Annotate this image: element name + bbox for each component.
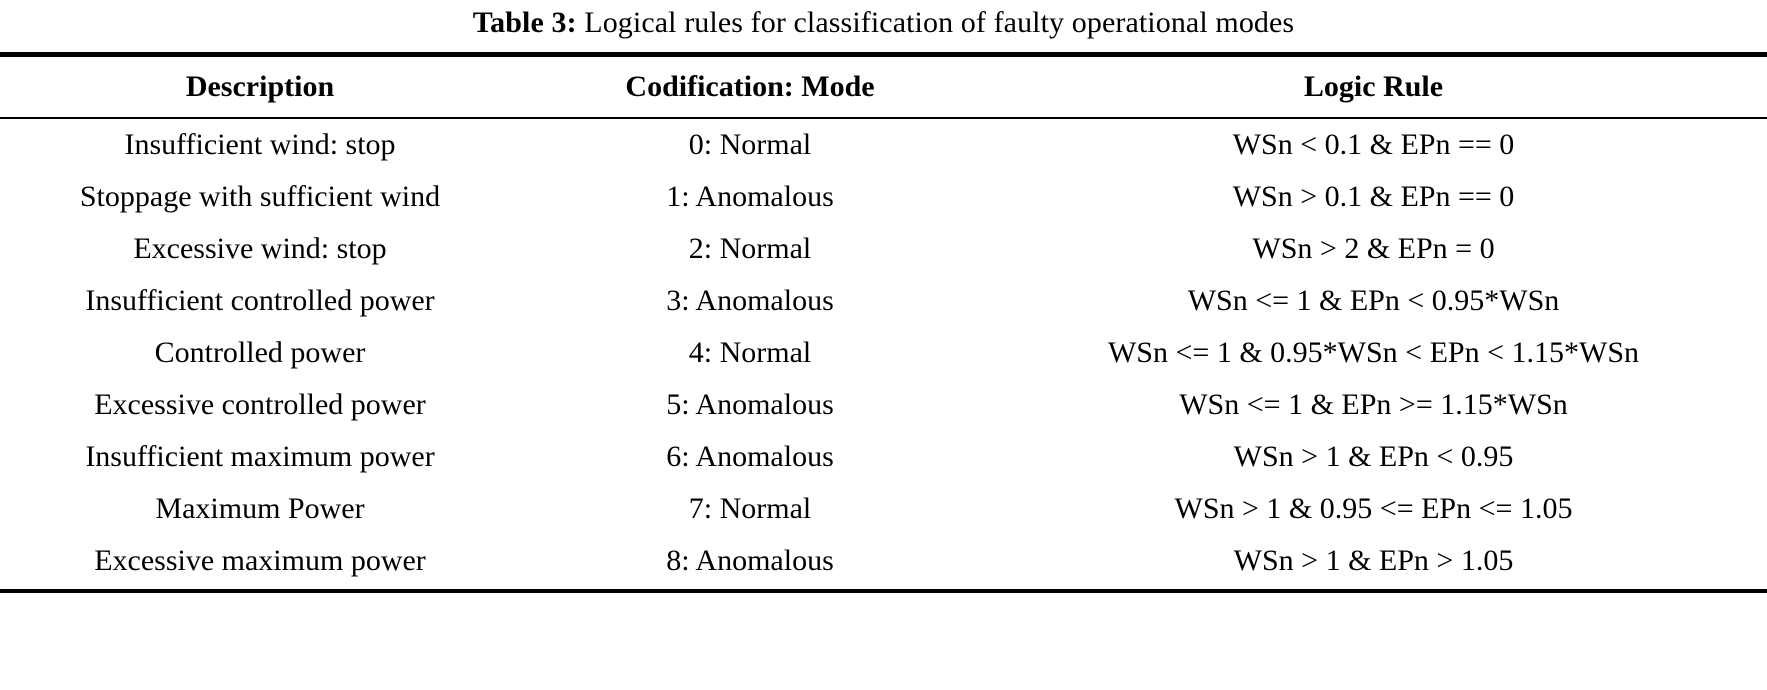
cell-description: Excessive wind: stop: [133, 232, 387, 265]
cell-codification: 5: Anomalous: [666, 388, 834, 421]
header-row: Description Codification: Mode Logic Rul…: [0, 57, 1767, 117]
cell-codification: 6: Anomalous: [666, 440, 834, 473]
cell-description: Excessive controlled power: [94, 388, 426, 421]
table-row: Excessive controlled power 5: Anomalous …: [0, 379, 1767, 431]
table-row: Stoppage with sufficient wind 1: Anomalo…: [0, 171, 1767, 223]
header-separator-rule: [0, 117, 1767, 119]
cell-codification: 3: Anomalous: [666, 284, 834, 317]
cell-logic-rule: WSn > 1 & EPn > 1.05: [1233, 544, 1514, 577]
column-header-codification: Codification: Mode: [625, 70, 875, 103]
cell-description: Insufficient maximum power: [85, 440, 435, 473]
cell-description: Insufficient controlled power: [85, 284, 435, 317]
table-bottom-rule: [0, 589, 1767, 593]
cell-codification: 1: Anomalous: [666, 180, 834, 213]
table-header: Description Codification: Mode Logic Rul…: [0, 57, 1767, 117]
cell-logic-rule: WSn > 0.1 & EPn == 0: [1232, 180, 1515, 213]
table-row: Maximum Power 7: Normal WSn > 1 & 0.95 <…: [0, 483, 1767, 535]
cell-logic-rule: WSn < 0.1 & EPn == 0: [1232, 128, 1515, 161]
column-header-logic-rule: Logic Rule: [1303, 70, 1444, 103]
table-body: Insufficient wind: stop 0: Normal WSn < …: [0, 119, 1767, 587]
table-row: Controlled power 4: Normal WSn <= 1 & 0.…: [0, 327, 1767, 379]
table-row: Insufficient controlled power 3: Anomalo…: [0, 275, 1767, 327]
cell-logic-rule: WSn <= 1 & EPn >= 1.15*WSn: [1179, 388, 1568, 421]
logical-rules-table-body: Insufficient wind: stop 0: Normal WSn < …: [0, 119, 1767, 587]
caption-label: Table 3:: [472, 6, 577, 39]
cell-logic-rule: WSn > 2 & EPn = 0: [1252, 232, 1495, 265]
cell-codification: 8: Anomalous: [666, 544, 834, 577]
table-top-rule: [0, 52, 1767, 57]
cell-codification: 4: Normal: [688, 336, 812, 369]
table-row: Insufficient maximum power 6: Anomalous …: [0, 431, 1767, 483]
cell-logic-rule: WSn <= 1 & EPn < 0.95*WSn: [1187, 284, 1560, 317]
table-row: Excessive maximum power 8: Anomalous WSn…: [0, 535, 1767, 587]
cell-logic-rule: WSn > 1 & 0.95 <= EPn <= 1.05: [1174, 492, 1573, 525]
cell-codification: 2: Normal: [688, 232, 812, 265]
logical-rules-table: Description Codification: Mode Logic Rul…: [0, 57, 1767, 117]
cell-codification: 0: Normal: [688, 128, 812, 161]
cell-description: Stoppage with sufficient wind: [79, 180, 441, 213]
cell-description: Excessive maximum power: [94, 544, 426, 577]
cell-codification: 7: Normal: [688, 492, 812, 525]
cell-logic-rule: WSn > 1 & EPn < 0.95: [1233, 440, 1514, 473]
caption-text: Logical rules for classification of faul…: [584, 6, 1295, 39]
cell-description: Maximum Power: [155, 492, 365, 525]
table-row: Excessive wind: stop 2: Normal WSn > 2 &…: [0, 223, 1767, 275]
table-row: Insufficient wind: stop 0: Normal WSn < …: [0, 119, 1767, 171]
column-header-description: Description: [185, 70, 335, 103]
table-caption: Table 3: Logical rules for classificatio…: [0, 0, 1767, 48]
cell-description: Insufficient wind: stop: [124, 128, 396, 161]
cell-logic-rule: WSn <= 1 & 0.95*WSn < EPn < 1.15*WSn: [1107, 336, 1640, 369]
cell-description: Controlled power: [154, 336, 366, 369]
